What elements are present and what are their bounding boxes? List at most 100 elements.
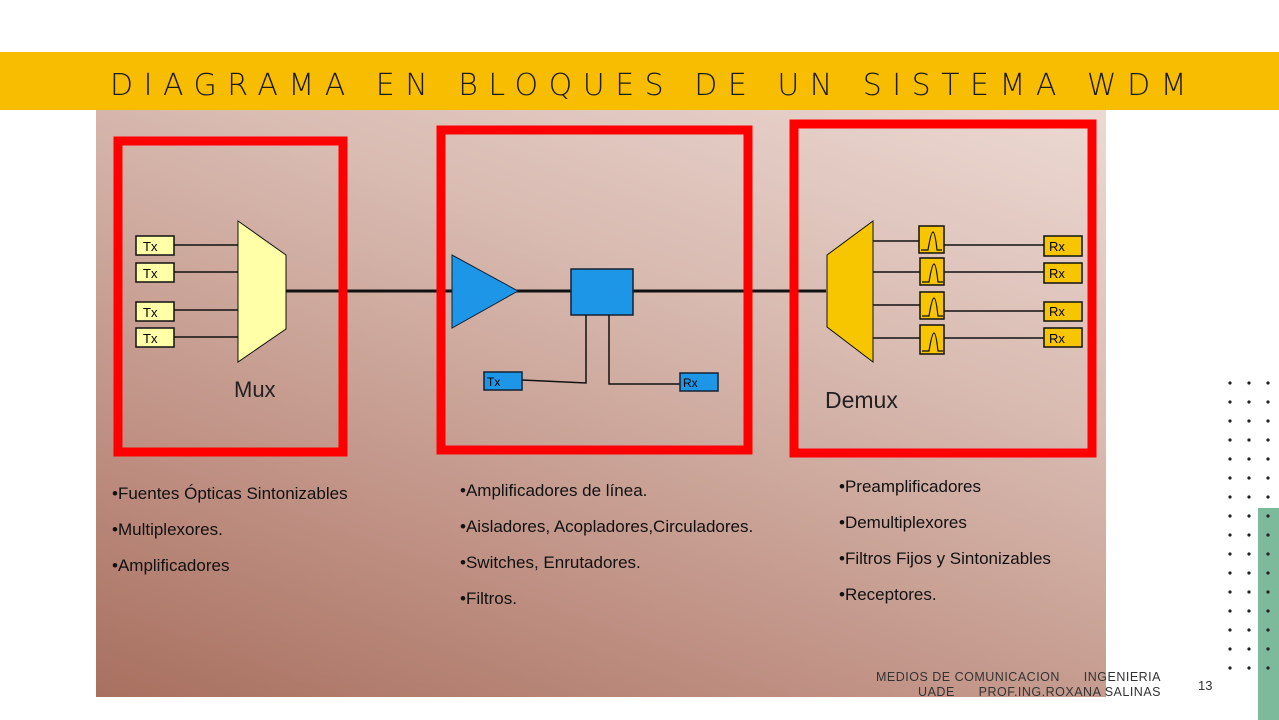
dot xyxy=(1228,628,1232,632)
dot xyxy=(1228,400,1232,404)
dot xyxy=(1228,609,1232,613)
demux-frame xyxy=(789,119,1097,458)
dot xyxy=(1247,400,1251,404)
dot xyxy=(1266,628,1270,632)
dot xyxy=(1228,552,1232,556)
amplifier-triangle xyxy=(451,254,520,329)
dot xyxy=(1266,438,1270,442)
list-item: •Preamplificadores xyxy=(839,477,982,496)
footer-line-1: MEDIOS DE COMUNICACION INGENIERIA xyxy=(876,670,1161,684)
dot xyxy=(1247,381,1251,385)
dot xyxy=(1266,609,1270,613)
dot xyxy=(1266,647,1270,651)
dot xyxy=(1228,476,1232,480)
dot xyxy=(1247,609,1251,613)
demux-components-list: •Preamplificadores •Demultiplexores •Fil… xyxy=(839,469,1051,613)
dot xyxy=(1247,571,1251,575)
tx-box: Tx xyxy=(135,301,175,322)
dot xyxy=(1228,533,1232,537)
rx-box: Rx xyxy=(1043,235,1083,257)
line-rx-box: Rx xyxy=(679,372,719,392)
mux-frame xyxy=(113,136,348,457)
dot xyxy=(1228,457,1232,461)
list-item: •Amplificadores de línea. xyxy=(460,481,648,500)
filter-icon xyxy=(919,291,945,320)
line-components-list: •Amplificadores de línea. •Aisladores, A… xyxy=(460,473,753,617)
dot xyxy=(1228,514,1232,518)
list-item: •Demultiplexores xyxy=(839,513,967,532)
dot xyxy=(1228,647,1232,651)
mux-section: Tx Tx Tx Tx Mux xyxy=(135,220,287,402)
dot xyxy=(1247,495,1251,499)
svg-text:Rx: Rx xyxy=(1049,239,1065,254)
dot xyxy=(1266,533,1270,537)
dot xyxy=(1266,590,1270,594)
dot xyxy=(1228,571,1232,575)
line-tx-box: Tx xyxy=(483,371,523,391)
rx-box: Rx xyxy=(1043,301,1083,322)
diagram-image xyxy=(96,110,1106,697)
dot xyxy=(1228,666,1232,670)
dot xyxy=(1228,495,1232,499)
title-bar: DIAGRAMA EN BLOQUES DE UN SISTEMA WDM xyxy=(0,52,1279,110)
svg-text:Rx: Rx xyxy=(683,376,698,390)
demux-trapezoid xyxy=(826,220,874,364)
dot xyxy=(1247,647,1251,651)
page-number: 13 xyxy=(1198,678,1213,693)
rx-box: Rx xyxy=(1043,327,1083,348)
svg-text:Tx: Tx xyxy=(143,305,158,320)
list-item: •Switches, Enrutadores. xyxy=(460,553,641,572)
dot xyxy=(1247,533,1251,537)
tx-box: Tx xyxy=(135,327,175,348)
dot xyxy=(1266,381,1270,385)
filter-icon xyxy=(918,225,945,254)
dot xyxy=(1247,419,1251,423)
svg-text:Tx: Tx xyxy=(143,331,158,346)
mux-label: Mux xyxy=(234,377,276,402)
rx-box: Rx xyxy=(1043,262,1083,284)
svg-text:Tx: Tx xyxy=(143,239,158,254)
dot xyxy=(1266,571,1270,575)
list-item: •Filtros Fijos y Sintonizables xyxy=(839,549,1051,568)
dot xyxy=(1266,495,1270,499)
list-item: •Aisladores, Acopladores,Circuladores. xyxy=(460,517,754,536)
filter-icon xyxy=(919,324,945,355)
dot xyxy=(1266,400,1270,404)
slide-title: DIAGRAMA EN BLOQUES DE UN SISTEMA WDM xyxy=(110,68,1198,103)
list-item: •Fuentes Ópticas Sintonizables xyxy=(112,484,348,503)
dot xyxy=(1247,514,1251,518)
dot xyxy=(1228,419,1232,423)
line-section: Tx Rx xyxy=(451,254,719,392)
svg-text:Rx: Rx xyxy=(1049,266,1065,281)
dot xyxy=(1228,438,1232,442)
dot xyxy=(1266,457,1270,461)
dot xyxy=(1247,590,1251,594)
decorative-green-bar xyxy=(1258,508,1279,720)
switch-block xyxy=(570,268,634,316)
dot xyxy=(1247,438,1251,442)
dot xyxy=(1266,552,1270,556)
filter-icon xyxy=(919,257,945,286)
list-item: •Receptores. xyxy=(839,585,937,604)
demux-section: Rx Rx Rx Rx Demux xyxy=(825,220,1083,413)
list-item: •Filtros. xyxy=(460,589,517,608)
dot xyxy=(1266,666,1270,670)
dot xyxy=(1228,590,1232,594)
slide-footer: MEDIOS DE COMUNICACION INGENIERIA UADE P… xyxy=(876,670,1161,700)
tx-box: Tx xyxy=(135,235,175,256)
mux-trapezoid xyxy=(237,220,287,363)
dot xyxy=(1228,381,1232,385)
svg-text:Tx: Tx xyxy=(143,266,158,281)
list-item: •Amplificadores xyxy=(112,556,230,575)
list-item: •Multiplexores. xyxy=(112,520,223,539)
svg-text:Tx: Tx xyxy=(487,375,500,389)
dot xyxy=(1247,552,1251,556)
dot xyxy=(1266,476,1270,480)
dot xyxy=(1247,628,1251,632)
decorative-dot-grid xyxy=(1228,381,1270,670)
dot xyxy=(1247,666,1251,670)
dot xyxy=(1266,514,1270,518)
demux-label: Demux xyxy=(825,387,898,413)
svg-text:Rx: Rx xyxy=(1049,331,1065,346)
